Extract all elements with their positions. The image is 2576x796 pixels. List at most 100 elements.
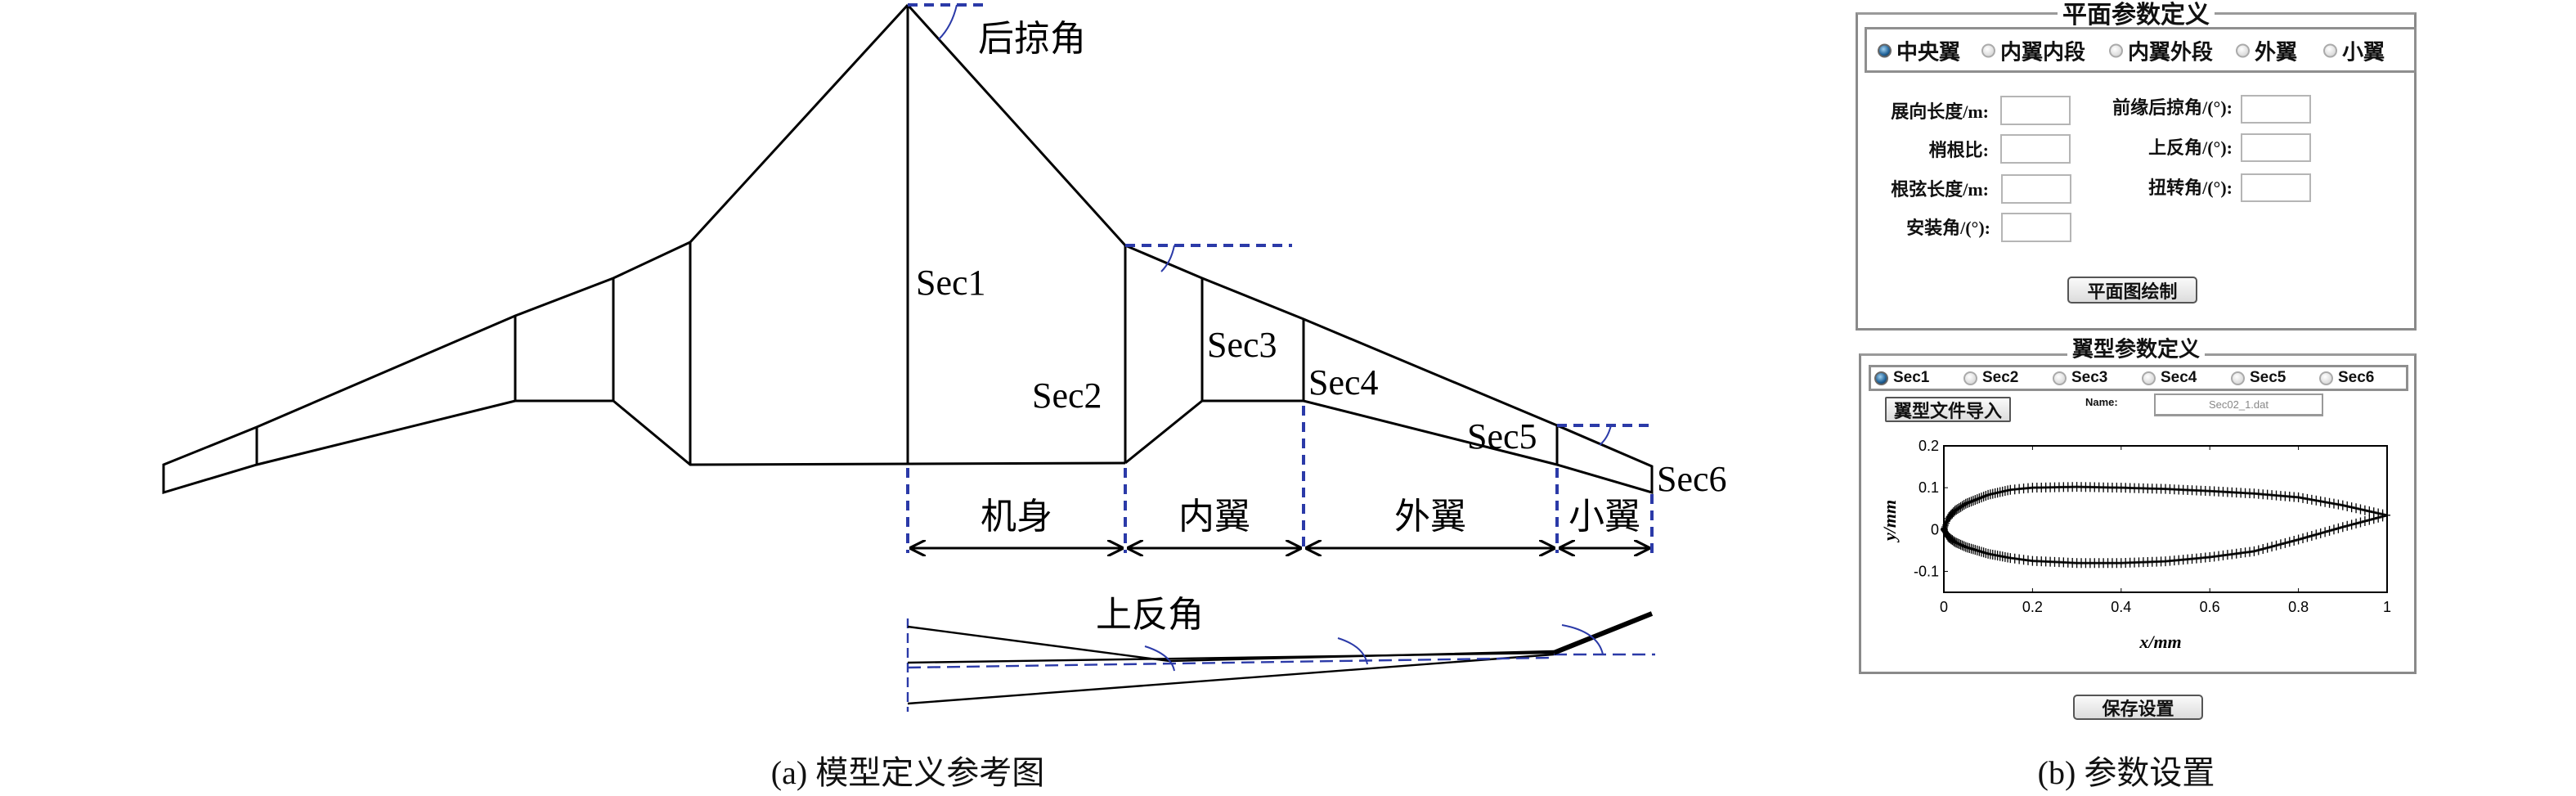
section-label-sec3: Sec3 — [1207, 325, 1277, 365]
le-sweep-input[interactable] — [2241, 95, 2311, 124]
caption-b: (b) 参数设置 — [2037, 754, 2215, 791]
radio-sec1[interactable]: Sec1 — [1874, 369, 1929, 387]
radio-label: Sec1 — [1893, 369, 1930, 386]
x-tick-label: 0.2 — [2022, 599, 2043, 615]
radio-label: 外翼 — [2255, 40, 2298, 65]
y-axis-label: y/mm — [1879, 500, 1900, 543]
airfoil-point-marker — [2353, 503, 2360, 514]
airfoil-name-field[interactable]: Sec02_1.dat — [2154, 394, 2323, 416]
airfoil-point-marker — [2277, 539, 2284, 550]
airfoil-point-marker — [2206, 552, 2214, 563]
radio-outer-wing[interactable]: 外翼 — [2236, 36, 2297, 66]
root-chord-input[interactable] — [2001, 174, 2071, 204]
airfoil-point-marker — [2366, 506, 2373, 516]
section-label-sec2: Sec2 — [1032, 376, 1102, 416]
draw-planform-button[interactable]: 平面图绘制 — [2067, 277, 2197, 304]
airfoil-point-marker — [2011, 553, 2018, 564]
radio-icon — [2053, 371, 2067, 385]
radio-label: Sec3 — [2071, 369, 2108, 386]
airfoil-point-marker — [2344, 501, 2351, 511]
airfoil-point-marker — [2326, 525, 2333, 536]
radio-inner-wing-inner[interactable]: 内翼内段 — [1981, 36, 2085, 66]
airfoil-point-marker — [2308, 530, 2315, 541]
radio-sec2[interactable]: Sec2 — [1963, 369, 2018, 387]
radio-sec6[interactable]: Sec6 — [2319, 369, 2374, 387]
airfoil-point-marker — [2295, 492, 2302, 502]
airfoil-point-marker — [2210, 551, 2218, 562]
x-axis-label: x/mm — [2138, 632, 2181, 652]
airfoil-point-marker — [2375, 512, 2382, 523]
airfoil-point-marker — [2308, 494, 2315, 505]
airfoil-point-marker — [2224, 550, 2231, 560]
airfoil-point-marker — [2335, 499, 2342, 510]
radio-sec4[interactable]: Sec4 — [2142, 369, 2197, 387]
taper-ratio-input[interactable] — [2000, 134, 2071, 164]
radio-label: 中央翼 — [1896, 40, 1961, 65]
span-input[interactable] — [2000, 96, 2071, 125]
airfoil-point-marker — [1951, 537, 1959, 547]
airfoil-point-marker — [2304, 532, 2311, 542]
span-label: 展向长度/m: — [1891, 101, 1989, 122]
radio-label: 内翼内段 — [2000, 40, 2086, 65]
airfoil-point-marker — [2317, 496, 2324, 506]
airfoil-point-marker — [2330, 524, 2337, 535]
radio-icon — [1963, 371, 1977, 385]
x-tick-label: 0.8 — [2288, 599, 2309, 615]
x-tick-label: 0.4 — [2111, 599, 2131, 615]
twist-input[interactable] — [2241, 173, 2311, 202]
airfoil-point-marker — [1957, 501, 1964, 512]
incidence-angle-label: 安装角/(°): — [1906, 218, 1990, 238]
airfoil-point-marker — [2219, 550, 2227, 560]
radio-label: Sec4 — [2161, 369, 2197, 386]
import-airfoil-button[interactable]: 翼型文件导入 — [1885, 397, 2011, 422]
radio-inner-wing-outer[interactable]: 内翼外段 — [2109, 36, 2213, 66]
airfoil-point-marker — [2020, 555, 2027, 565]
sweep-arcs — [938, 4, 1612, 446]
airfoil-point-marker — [2242, 547, 2249, 558]
dihedral-angle-label: 上反角 — [1096, 595, 1204, 635]
airfoil-point-marker — [2366, 515, 2373, 525]
sweep-angle-label: 后掠角 — [978, 19, 1086, 59]
airfoil-point-marker — [2348, 519, 2355, 530]
le-sweep-label: 前缘后掠角/(°): — [2112, 97, 2233, 118]
airfoil-point-marker — [2295, 534, 2302, 545]
airfoil-point-marker — [2335, 523, 2342, 533]
airfoil-point-marker — [1953, 537, 1960, 548]
incidence-angle-input[interactable] — [2001, 213, 2071, 242]
radio-winglet[interactable]: 小翼 — [2323, 36, 2385, 66]
airfoil-point-marker — [2313, 529, 2320, 540]
twist-label: 扭转角/(°): — [2148, 178, 2233, 198]
radio-icon — [2109, 43, 2123, 58]
radio-sec5[interactable]: Sec5 — [2231, 369, 2286, 387]
airfoil-point-marker — [2269, 542, 2276, 552]
airfoil-point-marker — [2215, 551, 2223, 561]
airfoil-point-marker — [2304, 493, 2311, 504]
airfoil-point-marker — [2007, 553, 2014, 564]
airfoil-point-marker — [2291, 535, 2298, 546]
airfoil-point-marker — [1951, 506, 1959, 516]
name-label: Name: — [2085, 396, 2118, 408]
airfoil-point-marker — [1955, 502, 1963, 513]
radio-icon — [1981, 43, 1995, 58]
radio-icon — [2142, 371, 2156, 385]
radio-icon — [2236, 43, 2250, 58]
dihedral-input[interactable] — [2241, 133, 2311, 162]
airfoil-point-marker — [1960, 541, 1968, 551]
airfoil-point-marker — [2326, 497, 2333, 508]
section-label-sec5: Sec5 — [1467, 416, 1537, 456]
root-chord-label: 根弦长度/m: — [1891, 179, 1989, 200]
airfoil-point-marker — [2379, 511, 2386, 522]
radio-label: 内翼外段 — [2128, 40, 2214, 65]
airfoil-point-marker — [2251, 546, 2258, 556]
airfoil-point-marker — [2339, 522, 2346, 533]
radio-sec3[interactable]: Sec3 — [2053, 369, 2107, 387]
taper-ratio-label: 梢根比: — [1928, 140, 1989, 160]
airfoil-point-marker — [2361, 516, 2368, 527]
airfoil-point-marker — [1954, 504, 1961, 515]
reference-dashes — [906, 3, 1655, 553]
save-settings-button[interactable]: 保存设置 — [2073, 695, 2203, 720]
radio-center-wing[interactable]: 中央翼 — [1878, 36, 1960, 66]
airfoil-point-marker — [1959, 540, 1966, 551]
radio-label: Sec6 — [2338, 369, 2375, 386]
